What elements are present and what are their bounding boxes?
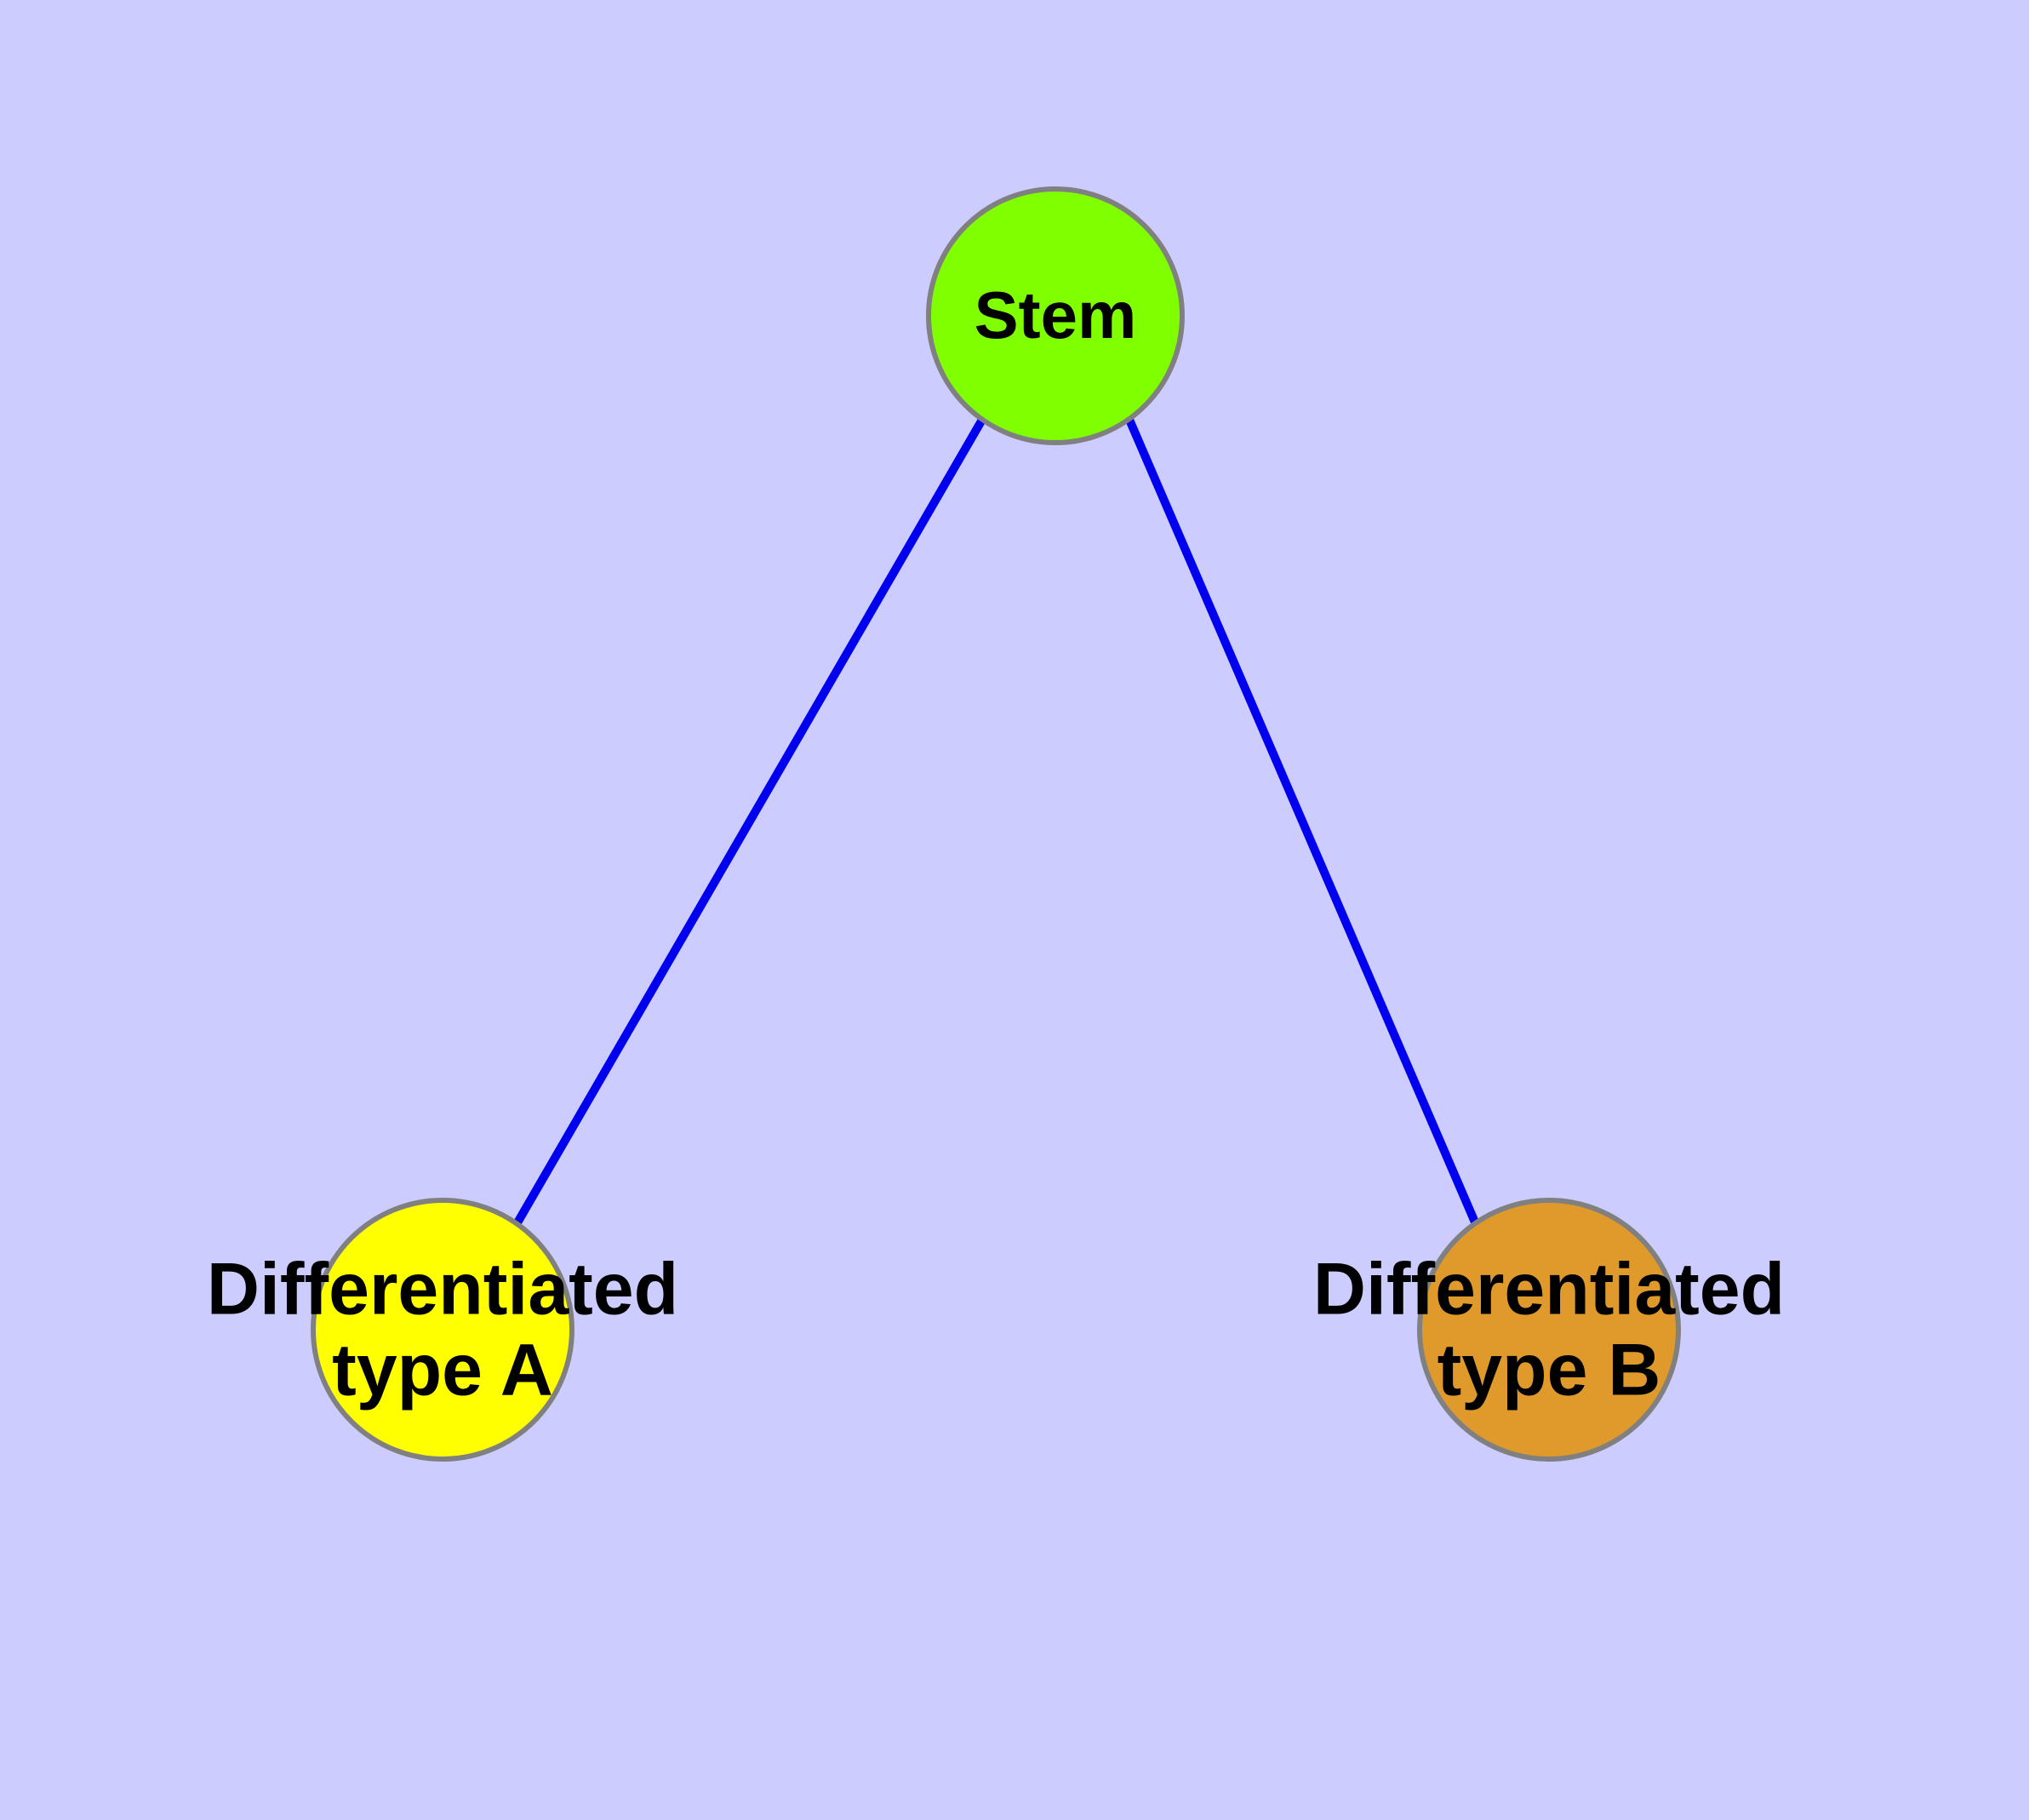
edge-stem-to-differentiated-type-a[interactable]	[512, 417, 986, 1227]
node-stem[interactable]	[926, 186, 1185, 445]
edges-group	[512, 417, 1480, 1227]
node-differentiated-type-b[interactable]	[1417, 1198, 1681, 1462]
nodes-group	[311, 186, 1681, 1462]
edge-stem-to-differentiated-type-b[interactable]	[1125, 418, 1480, 1226]
node-differentiated-type-a[interactable]	[311, 1198, 574, 1462]
